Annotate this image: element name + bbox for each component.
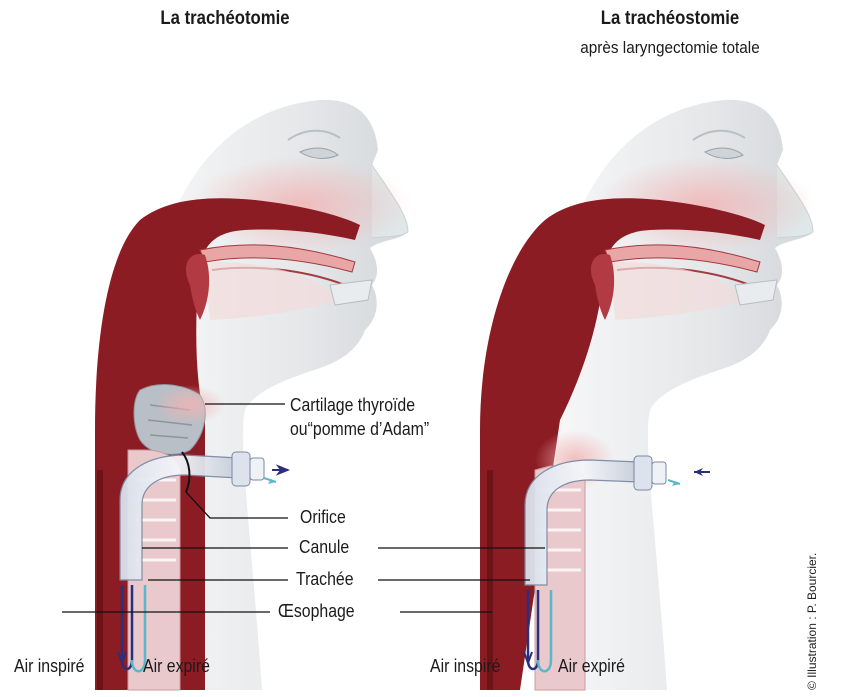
right-label-air-inspire: Air inspiré: [430, 656, 500, 677]
left-label-air-inspire: Air inspiré: [14, 656, 84, 677]
label-canule: Canule: [299, 537, 349, 558]
right-head-figure: [480, 100, 815, 690]
right-panel-subtitle: après laryngectomie totale: [558, 38, 783, 58]
right-panel-title: La trachéostomie: [591, 8, 749, 30]
label-oesophage: Œsophage: [278, 601, 355, 622]
left-panel-title: La trachéotomie: [150, 8, 300, 30]
label-orifice: Orifice: [300, 507, 346, 528]
label-cartilage-thyroide: Cartilage thyroïde: [290, 395, 415, 416]
right-label-air-expire: Air expiré: [558, 656, 625, 677]
left-label-air-expire: Air expiré: [143, 656, 210, 677]
label-pomme-adam: ou“pomme d’Adam”: [290, 419, 429, 440]
label-trachee: Trachée: [296, 569, 354, 590]
illustration-credit: © Illustration : P. Bourcier.: [805, 553, 819, 690]
